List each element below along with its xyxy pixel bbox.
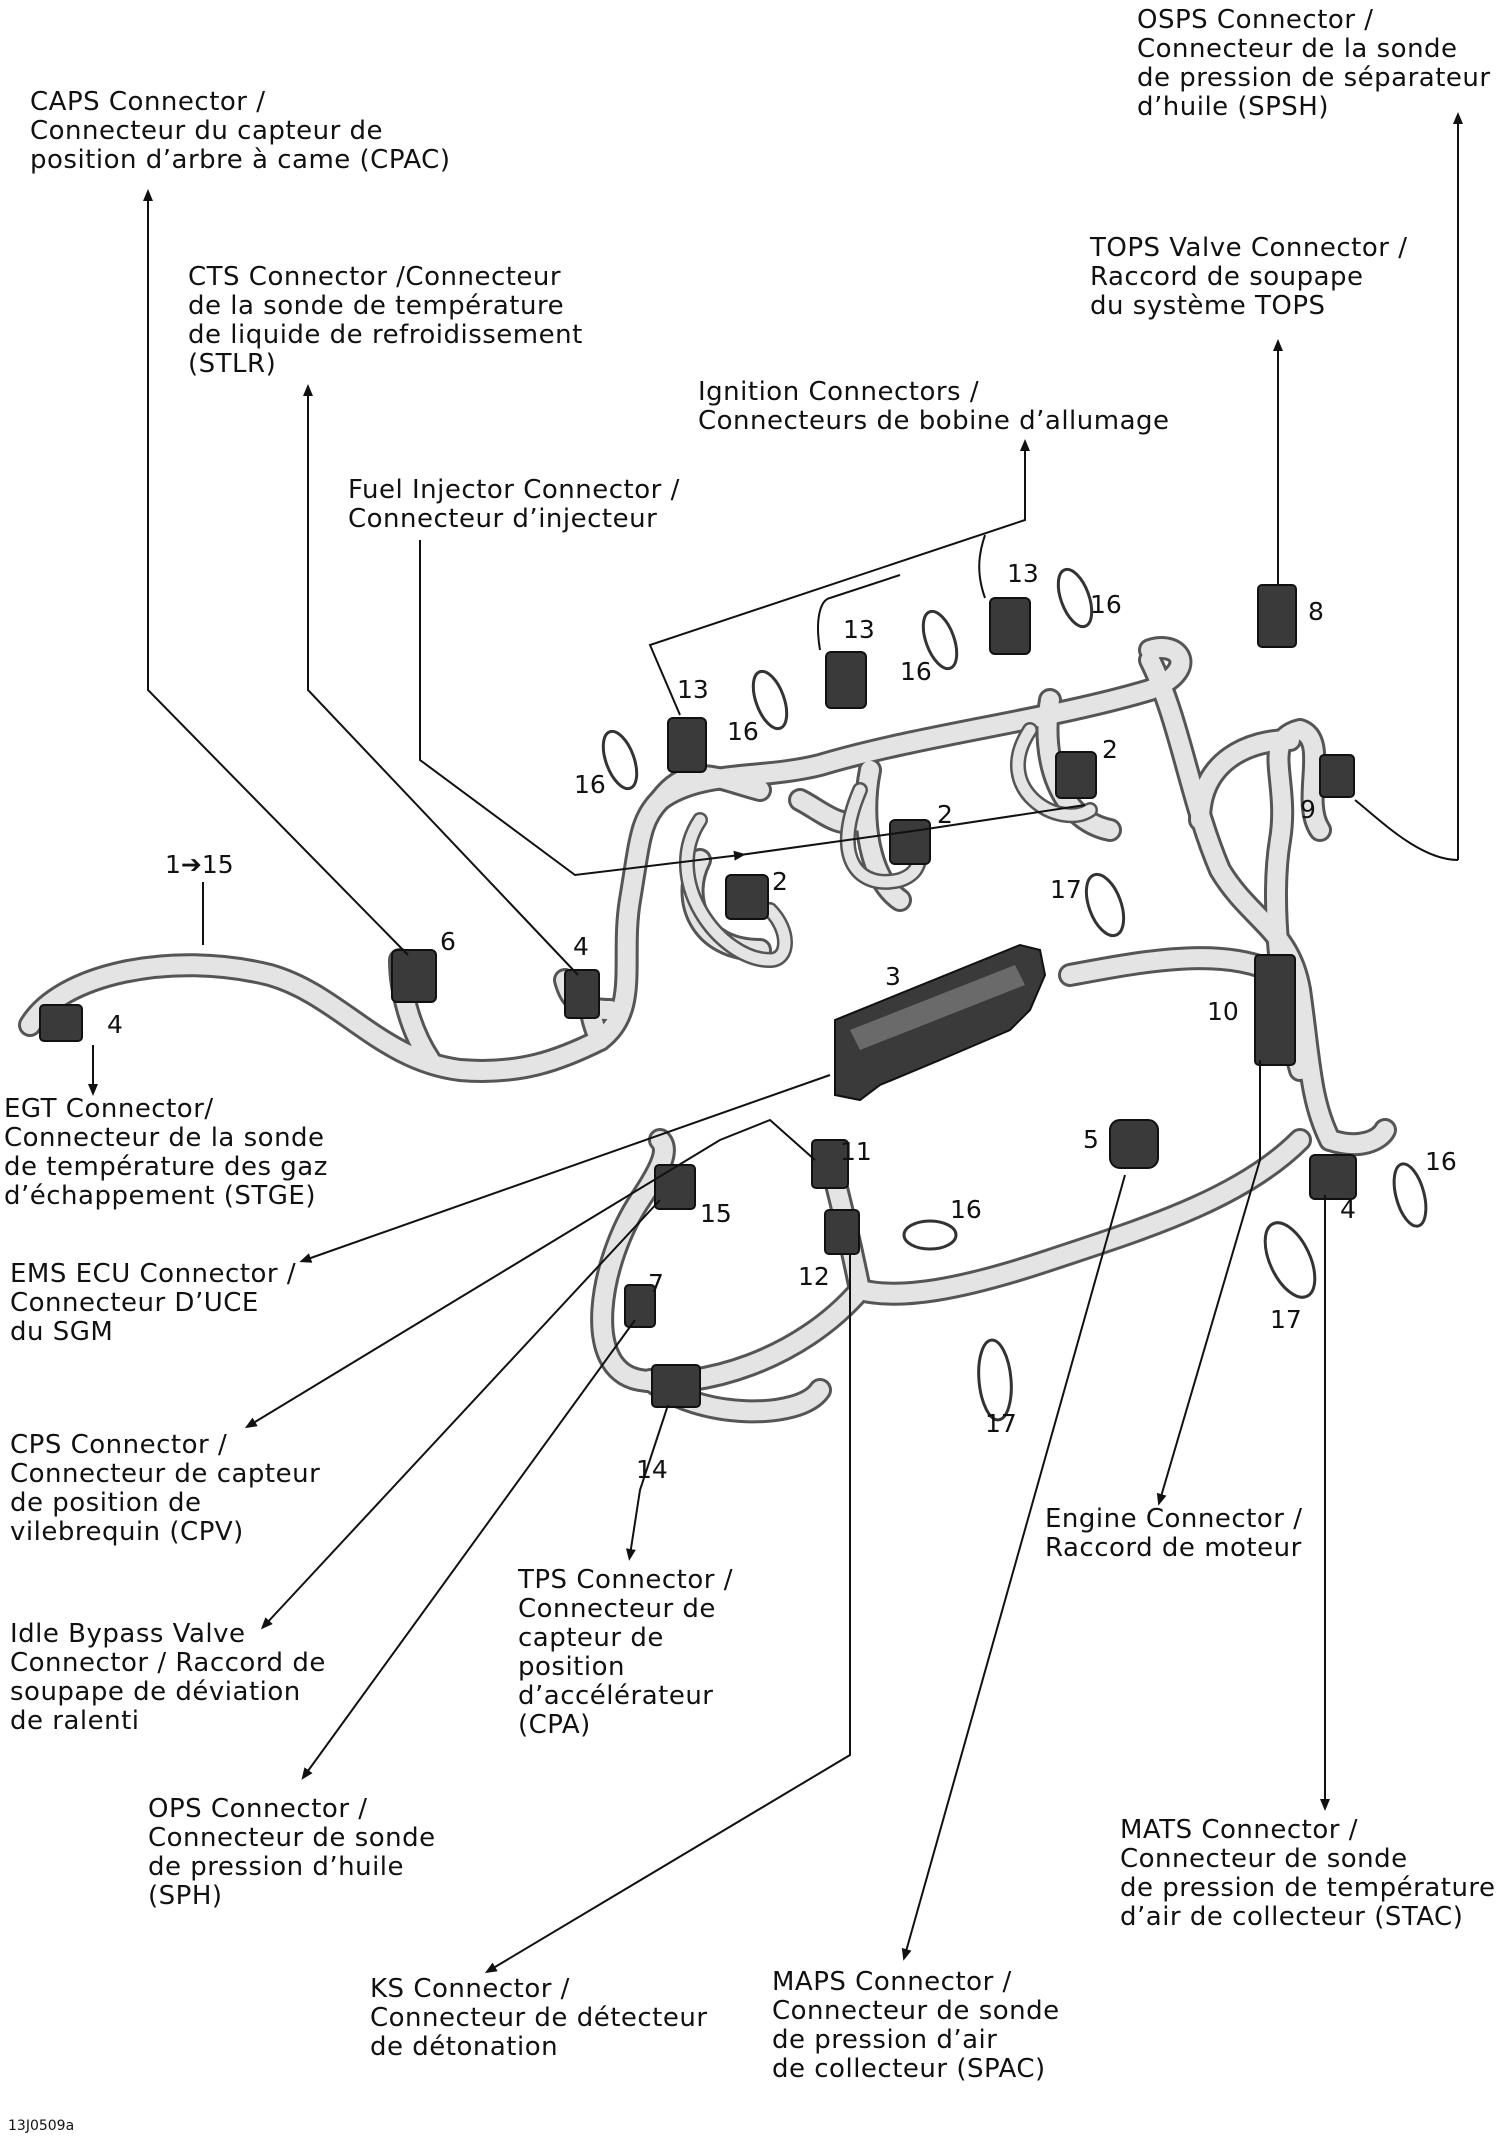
part-number: 7 <box>648 1269 664 1298</box>
connector-injector-2 <box>889 819 931 865</box>
part-number: 16 <box>950 1195 982 1224</box>
part-number: 10 <box>1207 997 1239 1026</box>
leader-engine <box>1156 1060 1261 1506</box>
label-ignition: Ignition Connectors / Connecteurs de bob… <box>698 377 1170 436</box>
part-numbers: 1➔15 4 6 4 16 13 16 13 16 13 16 8 9 2 2 … <box>107 559 1457 1484</box>
leader-cts <box>303 384 579 976</box>
label-egt: EGT Connector/ Connecteur de la sonde de… <box>4 1094 337 1211</box>
connector-14 <box>651 1364 701 1408</box>
connector-ignition-1 <box>667 717 707 773</box>
connector-injector-1 <box>725 874 769 920</box>
connector-engine <box>1109 1119 1159 1169</box>
part-number: 12 <box>798 1262 830 1291</box>
part-number: 2 <box>937 800 953 829</box>
label-mats: MATS Connector / Connecteur de sonde de … <box>1120 1815 1500 1932</box>
clip-16 <box>1392 1162 1428 1228</box>
label-cps: CPS Connector / Connecteur de capteur de… <box>10 1430 329 1547</box>
leader-lines <box>88 112 1463 1974</box>
leader-ks <box>484 1255 851 1974</box>
connector-cts <box>564 969 600 1019</box>
part-number: 4 <box>573 932 589 961</box>
part-number: 9 <box>1300 795 1316 824</box>
label-engine: Engine Connector / Raccord de moteur <box>1045 1504 1311 1563</box>
label-tps: TPS Connector / Connecteur de capteur de… <box>517 1565 742 1740</box>
leader-caps <box>143 189 409 956</box>
leader-ems <box>299 1074 831 1263</box>
label-tops: TOPS Valve Connector / Raccord de soupap… <box>1089 233 1416 321</box>
clips <box>601 567 1428 1422</box>
part-number: 16 <box>900 657 932 686</box>
connector-10 <box>1254 954 1296 1066</box>
clip-16 <box>921 609 959 671</box>
leader-cps <box>244 1118 816 1429</box>
connector-12 <box>824 1209 860 1255</box>
connector-mats <box>1309 1154 1357 1200</box>
callout-labels: OSPS Connector / Connecteur de la sonde … <box>4 5 1500 2084</box>
leader-fuel <box>419 540 746 877</box>
part-number: 17 <box>1050 875 1082 904</box>
leader-ignition <box>648 439 1030 716</box>
part-number: 16 <box>574 770 606 799</box>
part-number: 2 <box>1102 735 1118 764</box>
clip-17 <box>1263 1221 1317 1299</box>
clip-16 <box>751 669 789 731</box>
connector-osps <box>1319 754 1355 798</box>
connector-ignition-2 <box>825 651 867 709</box>
part-number: 6 <box>440 927 456 956</box>
part-number: 2 <box>772 867 788 896</box>
part-number: 3 <box>885 962 901 991</box>
clip-17 <box>977 1338 1013 1422</box>
part-number-range: 1➔15 <box>165 850 234 879</box>
connector-egt <box>39 1004 83 1042</box>
label-ks: KS Connector / Connecteur de détecteur d… <box>370 1974 716 2062</box>
label-maps: MAPS Connector / Connecteur de sonde de … <box>772 1967 1068 2084</box>
clip-16 <box>601 729 639 791</box>
connector-11 <box>811 1139 849 1189</box>
connector-tops <box>1257 584 1297 648</box>
clip-16 <box>902 1219 958 1251</box>
leader-ops <box>301 1319 636 1780</box>
part-number: 8 <box>1308 597 1324 626</box>
part-number: 13 <box>1007 559 1039 588</box>
label-caps: CAPS Connector / Connecteur du capteur d… <box>30 87 450 175</box>
connector-15 <box>654 1164 696 1210</box>
leader-maps <box>901 1174 1126 1961</box>
connector-injector-3 <box>1055 751 1097 799</box>
label-ems: EMS ECU Connector / Connecteur D’UCE du … <box>10 1259 305 1347</box>
label-idle: Idle Bypass Valve Connector / Raccord de… <box>10 1619 335 1736</box>
label-fuel: Fuel Injector Connector / Connecteur d’i… <box>348 475 689 534</box>
part-number: 16 <box>727 717 759 746</box>
part-number: 11 <box>840 1137 872 1166</box>
connector-7 <box>624 1284 656 1328</box>
part-number: 13 <box>677 675 709 704</box>
label-ops: OPS Connector / Connecteur de sonde de p… <box>148 1794 444 1911</box>
part-number: 15 <box>700 1199 732 1228</box>
part-number: 14 <box>636 1455 668 1484</box>
label-cts: CTS Connector /Connecteur de la sonde de… <box>188 262 592 379</box>
part-number: 5 <box>1083 1125 1099 1154</box>
label-osps: OSPS Connector / Connecteur de la sonde … <box>1137 5 1499 122</box>
leader-idle <box>260 1199 661 1630</box>
part-number: 16 <box>1090 590 1122 619</box>
part-number: 4 <box>107 1010 123 1039</box>
part-number: 4 <box>1340 1195 1356 1224</box>
part-number: 17 <box>985 1409 1017 1438</box>
clip-17 <box>1084 872 1126 938</box>
figure-code: 13J0509a <box>8 2118 74 2134</box>
part-number: 17 <box>1270 1305 1302 1334</box>
leader-tps <box>625 1404 669 1561</box>
connector-ignition-3 <box>989 597 1031 655</box>
connector-caps <box>391 949 437 1003</box>
connectors <box>39 584 1357 1408</box>
part-number: 13 <box>843 615 875 644</box>
clip-16 <box>1056 567 1094 629</box>
part-number: 16 <box>1425 1147 1457 1176</box>
